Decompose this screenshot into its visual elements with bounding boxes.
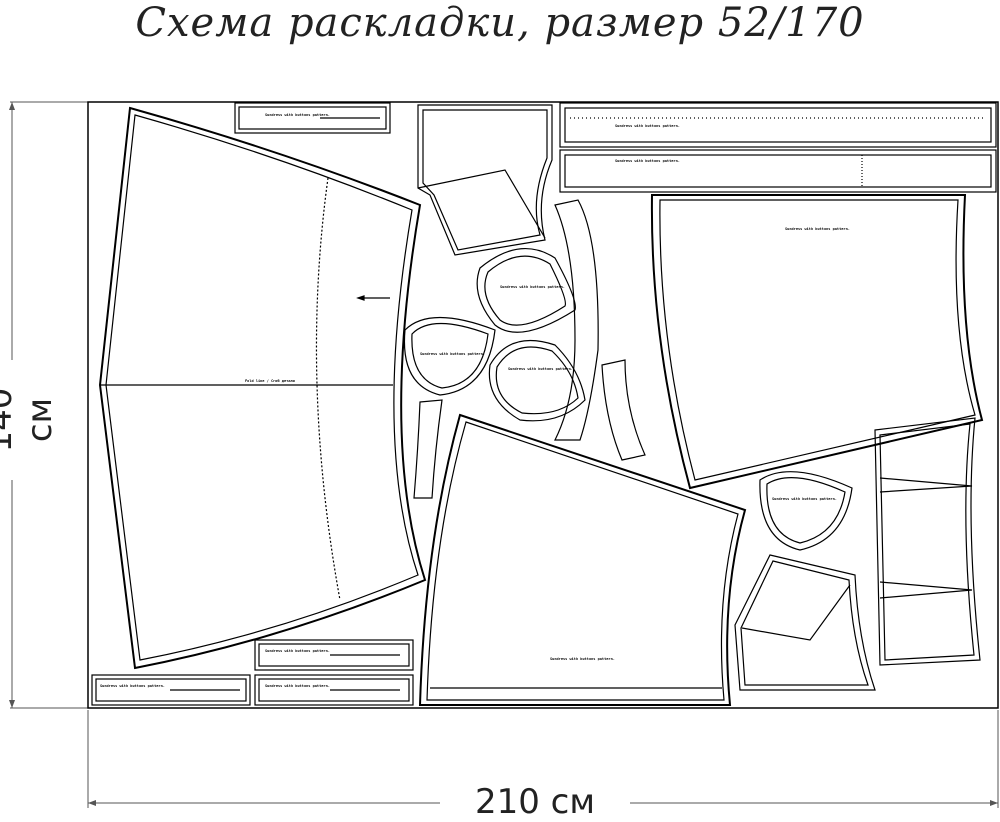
height-dimension-label: 140 см: [0, 360, 60, 480]
skirt-back-piece: [98, 106, 427, 670]
fold-label: Fold line / Сгиб детали: [245, 379, 295, 383]
waist-panel-piece: [874, 417, 981, 666]
strip-piece-top-left: [234, 102, 391, 134]
dimension-lines: [10, 101, 999, 808]
facing-piece-1: [554, 199, 599, 441]
strap-strip-2: [559, 149, 997, 193]
strip-piece-bottom-1: [254, 639, 414, 671]
strap-strip-1: [559, 102, 997, 148]
facing-piece-2: [601, 359, 646, 461]
skirt-front-piece: [650, 194, 984, 490]
pocket-3: [488, 339, 586, 422]
skirt-side-piece: [418, 413, 747, 706]
piece-label: Sundress with buttons pattern.: [265, 649, 330, 653]
strip-piece-bottom-2: [254, 674, 414, 706]
piece-label: Sundress with buttons pattern.: [615, 124, 680, 128]
piece-label: Sundress with buttons pattern.: [265, 684, 330, 688]
piece-label: Sundress with buttons pattern.: [772, 497, 837, 501]
piece-label: Sundress with buttons pattern.: [100, 684, 165, 688]
piece-label: Sundress with buttons pattern.: [500, 285, 565, 289]
width-dimension-label: 210 см: [440, 782, 630, 822]
piece-label: Sundress with buttons pattern.: [420, 352, 485, 356]
layout-title: Схема раскладки, размер 52/170: [135, 0, 865, 46]
bodice-front-piece: [417, 104, 553, 256]
facing-piece-3: [413, 399, 443, 499]
strip-piece-bottom-3: [91, 674, 251, 706]
piece-label: Sundress with buttons pattern.: [508, 367, 573, 371]
piece-label: Sundress with buttons pattern.: [265, 113, 330, 117]
piece-label: Sundress with buttons pattern.: [785, 227, 850, 231]
pocket-4: [759, 471, 853, 551]
fabric-border: [87, 101, 999, 709]
pocket-2: [403, 316, 496, 396]
pocket-1: [476, 247, 576, 333]
piece-label: Sundress with buttons pattern.: [550, 657, 615, 661]
piece-label: Sundress with buttons pattern.: [615, 159, 680, 163]
bodice-back-piece: [734, 554, 876, 691]
